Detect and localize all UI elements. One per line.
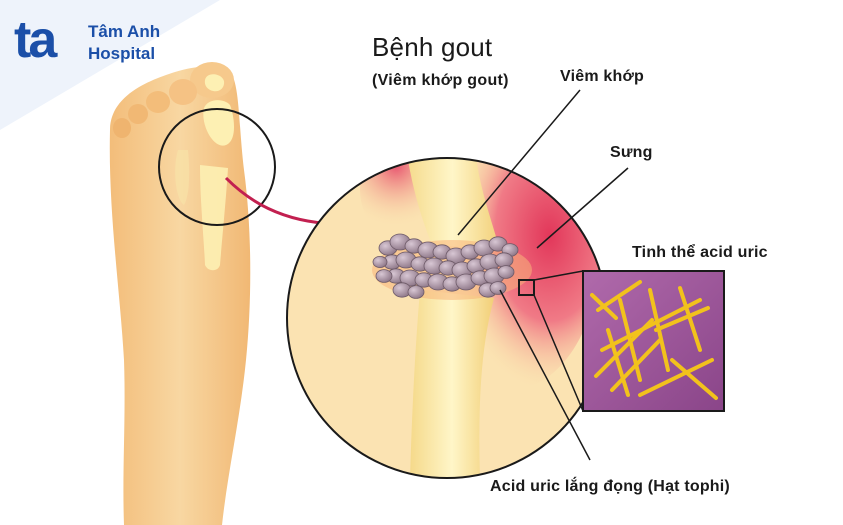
diagram-subtitle: (Viêm khớp gout) — [372, 72, 509, 89]
tophi-granule — [375, 269, 393, 283]
crystal-needle — [654, 306, 710, 332]
logo-subtitle: Hospital — [88, 44, 156, 63]
label-inflammation: Viêm khớp — [560, 68, 645, 85]
inset-connector-bottom — [533, 294, 584, 412]
crystal-marker — [518, 279, 535, 296]
diagram-title: Bệnh gout — [372, 32, 493, 62]
crystal-needle — [618, 298, 642, 382]
crystal-needle — [590, 293, 618, 320]
tophi-granule — [497, 265, 515, 279]
tophi-granule — [494, 252, 514, 268]
tophi-granule — [489, 281, 507, 295]
crystal-needle — [638, 358, 714, 397]
crystal-needle — [670, 358, 718, 400]
inset-connector-top — [533, 270, 584, 281]
leader-swelling — [536, 167, 629, 249]
crystal-needle — [600, 298, 702, 352]
label-crystals: Tinh thể acid uric — [632, 244, 768, 261]
crystal-inset — [582, 270, 725, 412]
tophi-deposits — [372, 233, 519, 299]
background-wedge — [0, 0, 220, 130]
uric-acid-crystals — [590, 280, 718, 400]
tophi-granule — [372, 255, 388, 268]
crystal-needle — [678, 286, 702, 352]
logo-name: Tâm Anh — [88, 22, 161, 41]
label-tophi: Acid uric lắng đọng (Hạt tophi) — [490, 478, 730, 495]
magnified-joint — [286, 157, 608, 479]
logo-mark: ta — [14, 11, 57, 69]
tophi-granule — [407, 285, 425, 299]
foot-illustration — [109, 62, 276, 525]
leader-tophi — [499, 289, 591, 461]
crystal-needle — [594, 318, 654, 378]
label-swelling: Sưng — [610, 144, 653, 161]
crystal-needle — [606, 328, 630, 397]
leader-inflammation — [457, 89, 581, 236]
